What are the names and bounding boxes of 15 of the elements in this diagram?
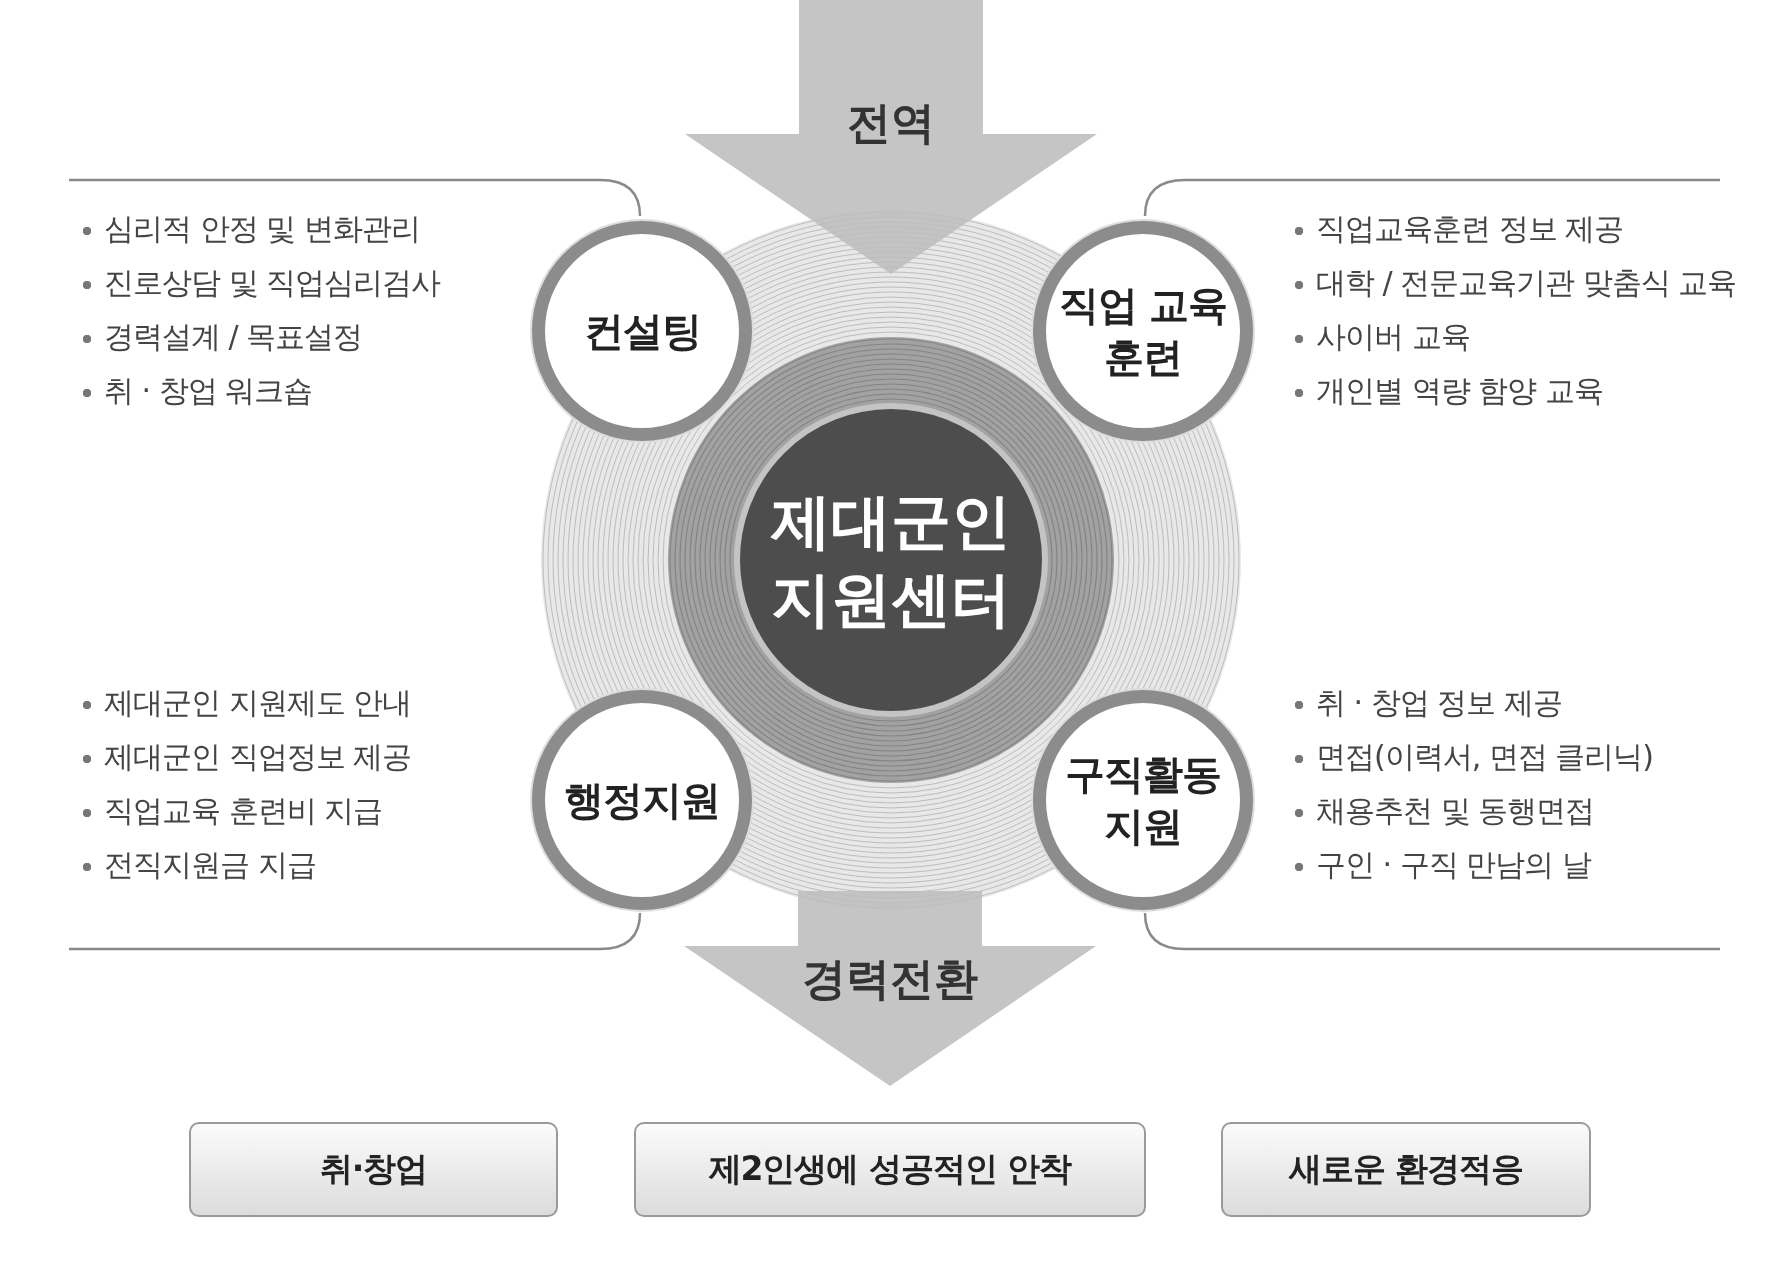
block-arrow (684, 891, 1096, 1086)
node-label: 제2인생에 성공적인 안착 (708, 1148, 1072, 1190)
node-label: 행정지원 (563, 776, 721, 825)
node-label: 새로운 환경적응 (1288, 1148, 1524, 1190)
node-label: 컨설팅 (582, 307, 702, 356)
node-label: 직업 교육훈련 (1057, 281, 1229, 382)
hub-title: 제대군인 지원센터 (769, 485, 1012, 636)
node-label: 취·창업 (319, 1148, 428, 1190)
result-box (189, 1122, 558, 1217)
edge-label: 전역 (847, 95, 935, 150)
edge-label: 경력전환 (802, 951, 978, 1006)
block-arrow (685, 0, 1097, 274)
result-box (1221, 1122, 1591, 1217)
node-label: 구직활동 지원 (1064, 750, 1222, 851)
result-box (634, 1122, 1146, 1217)
